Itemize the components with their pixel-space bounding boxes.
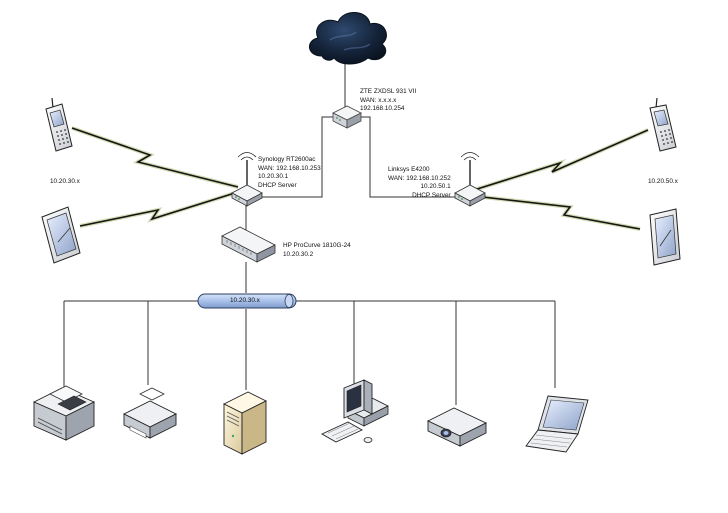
router-right-ip: 10.20.50.1 bbox=[420, 183, 451, 191]
router-left-role: DHCP Server bbox=[258, 181, 297, 189]
lan-left-subnet: 10.20.30.x bbox=[50, 178, 80, 185]
link-modem-router-right bbox=[361, 116, 460, 198]
wireless-link-left-phone bbox=[71, 126, 239, 189]
mobile-phone-icon bbox=[649, 97, 677, 152]
modem-wan: WAN: x.x.x.x bbox=[360, 96, 397, 104]
mobile-phone-icon bbox=[45, 97, 73, 152]
wireless-link-right-tablet bbox=[473, 194, 641, 231]
wireless-link-right-phone bbox=[473, 128, 649, 192]
laptop-icon bbox=[525, 395, 589, 453]
router-left-wan: WAN: 192.168.10.253 bbox=[258, 164, 321, 172]
internet-cloud-icon bbox=[309, 12, 387, 65]
lan-right-subnet: 10.20.50.x bbox=[648, 178, 678, 185]
wireless-links bbox=[71, 126, 649, 231]
router-right-label: Linksys E4200 WAN: 192.168.10.252 10.20.… bbox=[388, 166, 451, 200]
router-right-name: Linksys E4200 bbox=[388, 166, 430, 173]
modem-name: ZTE ZXDSL 931 VII bbox=[360, 88, 417, 95]
modem-label: ZTE ZXDSL 931 VII WAN: x.x.x.x 192.168.1… bbox=[360, 88, 416, 114]
network-switch-icon bbox=[221, 226, 276, 263]
printer-icon bbox=[122, 387, 178, 439]
link-modem-router-left bbox=[260, 116, 333, 198]
wireless-router-icon bbox=[231, 152, 263, 207]
tablet-icon bbox=[41, 206, 81, 264]
modem-ip: 192.168.10.254 bbox=[360, 105, 405, 113]
router-right-wan: WAN: 192.168.10.252 bbox=[388, 174, 451, 182]
bus-label: 10.20.30.x bbox=[230, 297, 260, 304]
router-right-role: DHCP Server bbox=[412, 191, 451, 199]
desktop-computer-icon bbox=[321, 379, 389, 443]
router-left-name: Synology RT2600ac bbox=[258, 156, 316, 163]
projector-icon bbox=[426, 407, 488, 447]
wireless-router-icon bbox=[454, 152, 486, 207]
switch-ip: 10.20.30.2 bbox=[283, 250, 314, 258]
router-left-label: Synology RT2600ac WAN: 192.168.10.253 10… bbox=[258, 156, 321, 190]
wired-links bbox=[63, 60, 556, 405]
wireless-link-left-tablet bbox=[79, 190, 239, 228]
switch-label: HP ProCurve 1810G-24 10.20.30.2 bbox=[283, 242, 351, 259]
router-left-ip: 10.20.30.1 bbox=[258, 173, 289, 181]
multifunction-printer-icon bbox=[32, 385, 96, 441]
switch-name: HP ProCurve 1810G-24 bbox=[283, 242, 351, 249]
dsl-modem-icon bbox=[332, 105, 362, 129]
server-tower-icon bbox=[222, 391, 268, 455]
lan-bus bbox=[197, 293, 297, 309]
tablet-icon bbox=[649, 208, 681, 266]
